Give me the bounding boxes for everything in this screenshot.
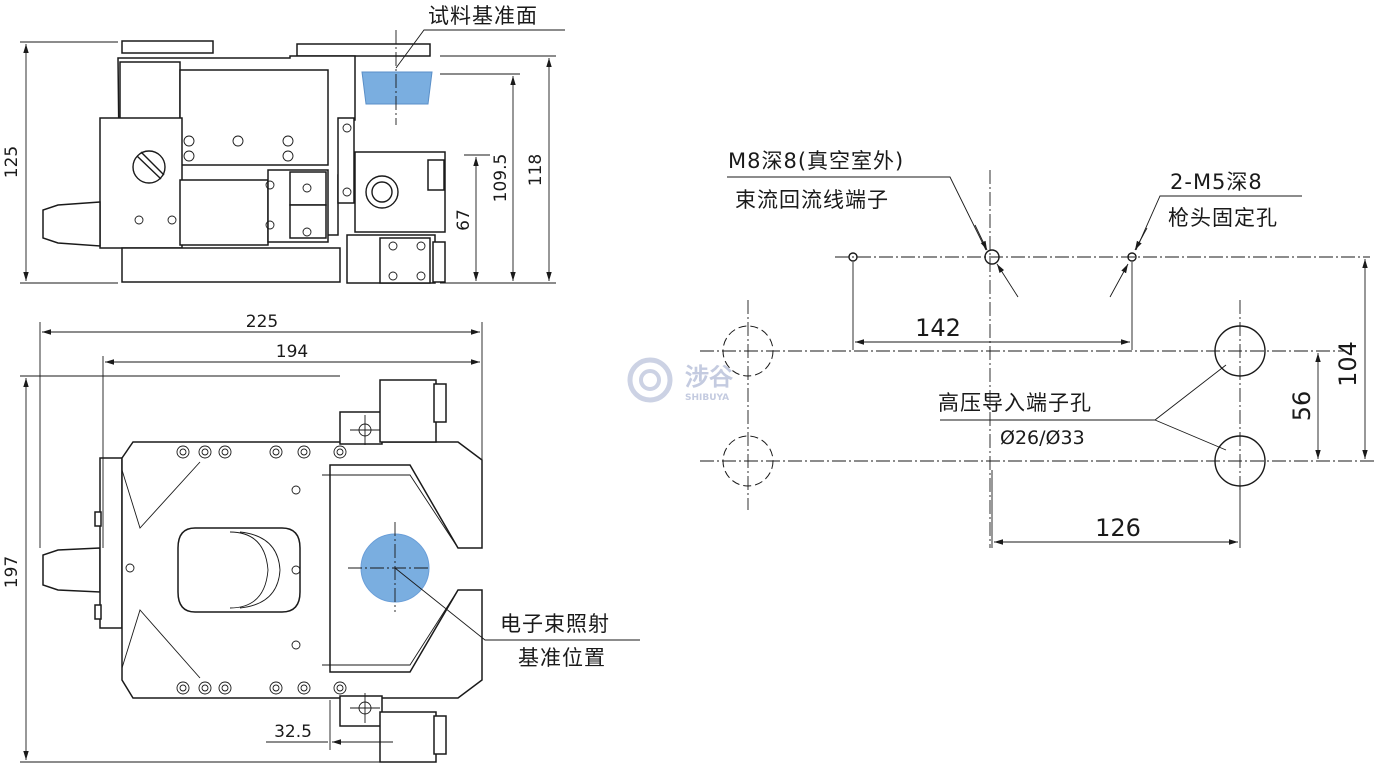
dim-125: 125 [2, 146, 22, 178]
top-view [20, 322, 640, 763]
dim-118: 118 [526, 154, 546, 186]
beam-reference-label-2: 基准位置 [518, 646, 606, 670]
dim-194: 194 [276, 342, 308, 362]
hv-label-1: 高压导入端子孔 [938, 391, 1092, 415]
m8-label-2: 束流回流线端子 [735, 188, 889, 212]
dim-104: 104 [1334, 341, 1362, 387]
dim-109-5: 109.5 [491, 154, 511, 203]
dim-126: 126 [1095, 514, 1141, 542]
sample-reference-label: 试料基准面 [428, 4, 538, 28]
watermark-logo [627, 357, 673, 403]
side-view [20, 29, 565, 284]
beam-reference-label-1: 电子束照射 [500, 612, 610, 636]
watermark-subtext: SHIBUYA [685, 393, 729, 403]
m8-label-1: M8深8(真空室外) [728, 149, 904, 173]
dim-142: 142 [915, 314, 961, 342]
m5-label-2: 枪头固定孔 [1168, 206, 1278, 230]
watermark-text: 涉谷 [685, 363, 734, 391]
sample-reference-marker [361, 71, 433, 105]
dim-67: 67 [454, 209, 474, 231]
dim-225: 225 [246, 312, 278, 332]
dim-56: 56 [1288, 391, 1316, 422]
dim-32-5: 32.5 [274, 722, 312, 742]
hv-hole-upper [1214, 325, 1266, 377]
hole-pattern-view [700, 170, 1375, 548]
m5-label-1: 2-M5深8 [1170, 170, 1263, 194]
dim-197: 197 [2, 556, 22, 588]
hv-label-2: Ø26/Ø33 [1000, 427, 1085, 449]
